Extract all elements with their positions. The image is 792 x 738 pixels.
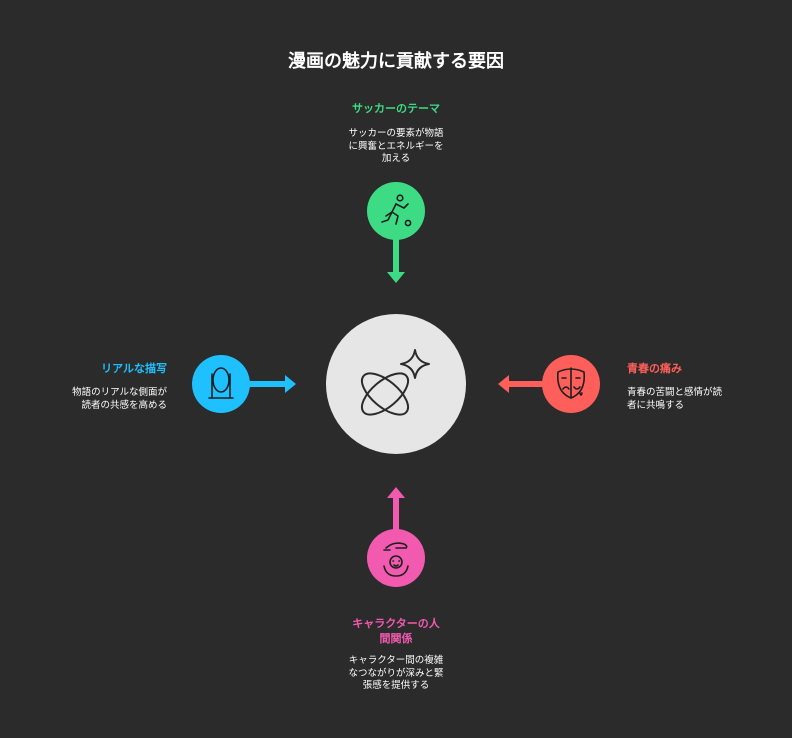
desc-line: に興奮とエネルギーを [348, 140, 444, 152]
desc-line: 者に共鳴する [627, 399, 685, 411]
drama-masks-icon [556, 367, 586, 399]
right-factor-description: 青春の苦闘と感情が読 者に共鳴する [627, 387, 767, 412]
caring-hands-icon [383, 542, 409, 577]
top-connector [387, 228, 405, 283]
desc-line: 加える [381, 153, 411, 164]
diagram-title: 漫画の魅力に貢献する要因 [288, 51, 504, 72]
mirror-icon [208, 367, 234, 399]
top-factor-description: サッカーの要素が物語 に興奮とエネルギーを 加える [296, 128, 496, 166]
desc-line: 青春の苦闘と感情が読 [627, 387, 723, 398]
right-factor-heading: 青春の痛み [627, 362, 682, 375]
desc-line: 読者の共感を高める [81, 399, 167, 411]
bottom-node-circle [367, 529, 425, 587]
hub-circle [326, 314, 466, 454]
desc-line: 物語のリアルな側面が [72, 387, 167, 398]
left-node-circle [192, 355, 250, 413]
desc-line: 張感を提供する [362, 680, 430, 691]
desc-line: なつながりが深みと緊 [348, 667, 444, 679]
left-connector [240, 375, 296, 393]
left-factor-description: 物語のリアルな側面が 読者の共感を高める [40, 387, 167, 412]
orbit-sparkle-icon [360, 349, 430, 416]
top-factor-heading: サッカーのテーマ [352, 102, 440, 115]
bottom-factor-heading: キャラクターの人 間関係 [296, 616, 496, 646]
desc-line: サッカーの要素が物語 [348, 128, 444, 139]
bottom-factor-description: キャラクター間の複雑 なつながりが深みと緊 張感を提供する [296, 655, 496, 693]
left-factor-heading: リアルな描写 [101, 362, 167, 375]
right-connector [498, 375, 554, 393]
soccer-player-icon [381, 194, 412, 227]
heading-line: 間関係 [379, 632, 413, 645]
top-node-circle [367, 182, 425, 240]
heading-line: キャラクターの人 [352, 617, 440, 630]
bottom-connector [387, 487, 405, 541]
desc-line: キャラクター間の複雑 [348, 655, 444, 666]
